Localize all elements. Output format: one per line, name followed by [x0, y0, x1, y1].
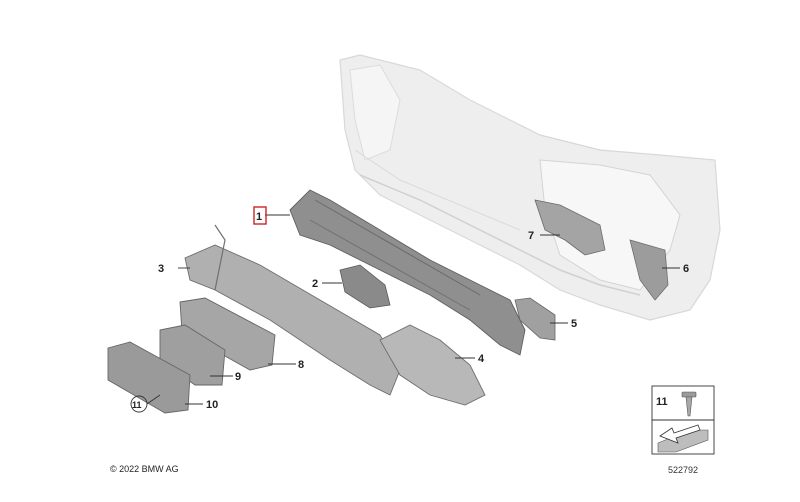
- callout-7[interactable]: 7: [528, 230, 534, 242]
- part-2-cover: [339, 264, 391, 309]
- callout-9[interactable]: 9: [235, 371, 241, 383]
- document-number: 522792: [668, 465, 699, 475]
- legend-label: 11: [656, 396, 668, 408]
- callout-3[interactable]: 3: [158, 263, 164, 275]
- part-5-bracket: [514, 297, 556, 341]
- callout-11[interactable]: 11: [132, 400, 142, 410]
- part-4-trim: [379, 324, 486, 406]
- callout-1-highlight: [253, 206, 267, 225]
- arrow-ramp-icon: [657, 424, 709, 453]
- leader-lines: [146, 214, 680, 405]
- copyright-text: © 2022 BMW AG: [110, 464, 179, 474]
- callout-1[interactable]: 1: [256, 211, 262, 223]
- callout-10[interactable]: 10: [206, 399, 218, 411]
- callout-6[interactable]: 6: [683, 263, 689, 275]
- callout-8[interactable]: 8: [298, 359, 304, 371]
- callout-2[interactable]: 2: [312, 278, 318, 290]
- part-1-carrier: [289, 189, 526, 356]
- screw-icon: [681, 391, 697, 417]
- callout-11-circle: [130, 395, 148, 413]
- part-7-bracket: [534, 199, 606, 256]
- part-10-plate: [107, 341, 191, 414]
- callout-5[interactable]: 5: [571, 318, 577, 330]
- legend-box: 11: [651, 385, 715, 455]
- part-6-trim: [629, 239, 669, 301]
- callout-4[interactable]: 4: [478, 353, 485, 365]
